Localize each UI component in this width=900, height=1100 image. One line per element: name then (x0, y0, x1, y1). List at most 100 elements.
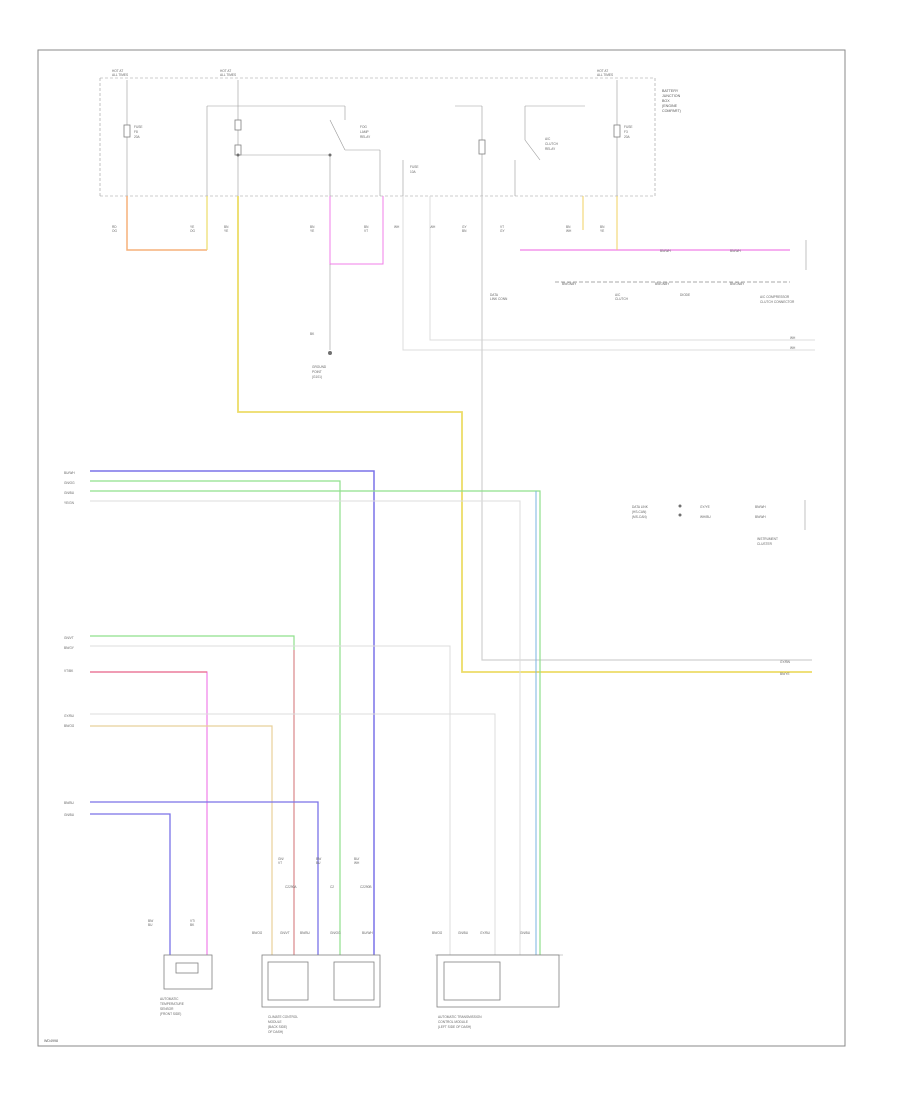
svg-text:YE: YE (224, 229, 228, 233)
svg-text:GY/YE: GY/YE (700, 505, 710, 509)
svg-text:WH: WH (566, 229, 572, 233)
svg-text:GY/BU: GY/BU (64, 714, 75, 718)
svg-text:RELAY: RELAY (360, 135, 371, 139)
blower-motor-module: BN/OG GN/BU GY/BU GN/BU AUTOMATIC TRANSM… (432, 931, 563, 1029)
svg-text:BK: BK (190, 923, 195, 927)
svg-text:VT: VT (278, 861, 282, 865)
svg-text:GROUND: GROUND (312, 365, 327, 369)
svg-text:WH/BU: WH/BU (700, 515, 711, 519)
svg-text:MODULE: MODULE (268, 1020, 282, 1024)
wire-yellow-long: BN/YE (237, 196, 812, 676)
svg-text:CONTROL MODULE: CONTROL MODULE (438, 1020, 468, 1024)
svg-text:GN/OG: GN/OG (64, 481, 75, 485)
svg-text:BN: BN (364, 225, 369, 229)
svg-text:BN/WH: BN/WH (730, 249, 741, 253)
svg-text:AUTOMATIC TRANSMISSION: AUTOMATIC TRANSMISSION (438, 1015, 482, 1019)
svg-text:A/C COMPRESSOR: A/C COMPRESSOR (760, 295, 790, 299)
svg-text:WH: WH (790, 346, 796, 350)
svg-text:GN/VT: GN/VT (64, 636, 74, 640)
svg-text:BK: BK (310, 332, 315, 336)
svg-text:VT/: VT/ (190, 919, 195, 923)
svg-text:ALL TIMES: ALL TIMES (220, 73, 236, 77)
svg-text:BN/BU: BN/BU (64, 801, 74, 805)
svg-text:HOT AT: HOT AT (112, 69, 123, 73)
svg-text:BN/GNBY: BN/GNBY (655, 282, 670, 286)
svg-text:BN: BN (462, 229, 467, 233)
svg-text:WH: WH (354, 861, 360, 865)
svg-text:BATTERY: BATTERY (662, 89, 679, 93)
svg-text:ALL TIMES: ALL TIMES (597, 73, 613, 77)
svg-text:YE: YE (310, 229, 314, 233)
fuse-relay-box: HOT AT ALL TIMES HOT AT ALL TIMES HOT AT… (99, 69, 681, 197)
relay-block: FOG LAMP RELAY (206, 80, 381, 196)
wire-orange-top (126, 196, 207, 251)
svg-text:LAMP: LAMP (360, 130, 369, 134)
svg-text:10A: 10A (410, 170, 417, 174)
svg-text:OG: OG (112, 229, 117, 233)
svg-text:BU: BU (316, 861, 321, 865)
svg-text:BN/BU: BN/BU (300, 931, 310, 935)
svg-text:(MS-CAN): (MS-CAN) (632, 515, 647, 519)
svg-text:(G101): (G101) (312, 375, 322, 379)
svg-text:BOX: BOX (662, 99, 670, 103)
svg-text:HOT AT: HOT AT (220, 69, 231, 73)
svg-text:WH: WH (790, 336, 796, 340)
svg-text:F8: F8 (134, 130, 138, 134)
svg-text:BN: BN (310, 225, 315, 229)
svg-text:VT: VT (500, 225, 504, 229)
svg-text:C2: C2 (330, 885, 334, 889)
svg-text:BN/: BN/ (316, 857, 321, 861)
svg-text:WH: WH (394, 225, 400, 229)
wire-pink-ground: BK GROUND POINT (G101) (310, 196, 384, 379)
svg-text:(FRONT SIDE): (FRONT SIDE) (160, 1012, 181, 1016)
svg-text:HOT AT: HOT AT (597, 69, 608, 73)
svg-text:YE: YE (190, 225, 194, 229)
svg-text:OF DASH): OF DASH) (268, 1030, 283, 1034)
svg-text:GY/BU: GY/BU (480, 931, 491, 935)
svg-text:GY: GY (462, 225, 467, 229)
svg-text:A/C: A/C (545, 137, 551, 141)
svg-text:20A: 20A (624, 135, 631, 139)
svg-text:INSTRUMENT: INSTRUMENT (757, 537, 778, 541)
svg-text:BU/: BU/ (354, 857, 359, 861)
svg-text:(LEFT SIDE OF DASH): (LEFT SIDE OF DASH) (438, 1025, 471, 1029)
svg-text:BN: BN (224, 225, 229, 229)
svg-text:ALL TIMES: ALL TIMES (112, 73, 128, 77)
svg-text:WH: WH (430, 225, 436, 229)
fuse-left: FUSE F8 20A (123, 80, 143, 196)
svg-text:POINT: POINT (312, 370, 322, 374)
svg-text:JUNCTION: JUNCTION (662, 94, 681, 98)
svg-text:BU/WH: BU/WH (362, 931, 373, 935)
svg-text:A/C: A/C (615, 293, 621, 297)
svg-text:BN: BN (600, 225, 605, 229)
svg-text:BN/OG: BN/OG (252, 931, 263, 935)
wire-gray-long: GY/BN (481, 196, 812, 664)
svg-text:BN/GNBY: BN/GNBY (562, 282, 577, 286)
svg-text:BN/OG: BN/OG (432, 931, 443, 935)
blend-door-actuator: GN/VT BN/BU BU/WH C2290A C2 C2290B BN/OG… (252, 857, 381, 1034)
svg-text:(BACK SIDE): (BACK SIDE) (268, 1025, 287, 1029)
bus-wires-middle-left: GN/VT BN/GY VT/BK (64, 635, 451, 955)
svg-text:YE/GN: YE/GN (64, 501, 75, 505)
svg-text:BN/GY: BN/GY (64, 646, 75, 650)
svg-text:CLUTCH: CLUTCH (545, 142, 559, 146)
svg-text:FUSE: FUSE (410, 165, 419, 169)
wire-gray-right: BN/GNBY BN/GNBY BN/GNBY DATA LINK CONN A… (490, 281, 795, 304)
relay-right: A/C CLUTCH RELAY FUSE F3 20A (514, 80, 633, 196)
svg-text:BN/: BN/ (148, 919, 153, 923)
svg-text:BN/WH: BN/WH (755, 515, 766, 519)
footer-code: WD4998 (44, 1039, 58, 1043)
svg-text:GN/BU: GN/BU (458, 931, 469, 935)
svg-text:LINK CONN: LINK CONN (490, 297, 508, 301)
svg-text:DATA LINK: DATA LINK (632, 505, 649, 509)
svg-text:GN/BU: GN/BU (64, 813, 75, 817)
svg-text:DIODE: DIODE (680, 293, 690, 297)
svg-text:GN/: GN/ (278, 857, 284, 861)
svg-text:C2290B: C2290B (360, 885, 372, 889)
svg-text:OG: OG (190, 229, 195, 233)
svg-text:CLIMATE CONTROL: CLIMATE CONTROL (268, 1015, 298, 1019)
svg-text:(ENGINE: (ENGINE (662, 104, 678, 108)
svg-text:AUTOMATIC: AUTOMATIC (160, 997, 179, 1001)
